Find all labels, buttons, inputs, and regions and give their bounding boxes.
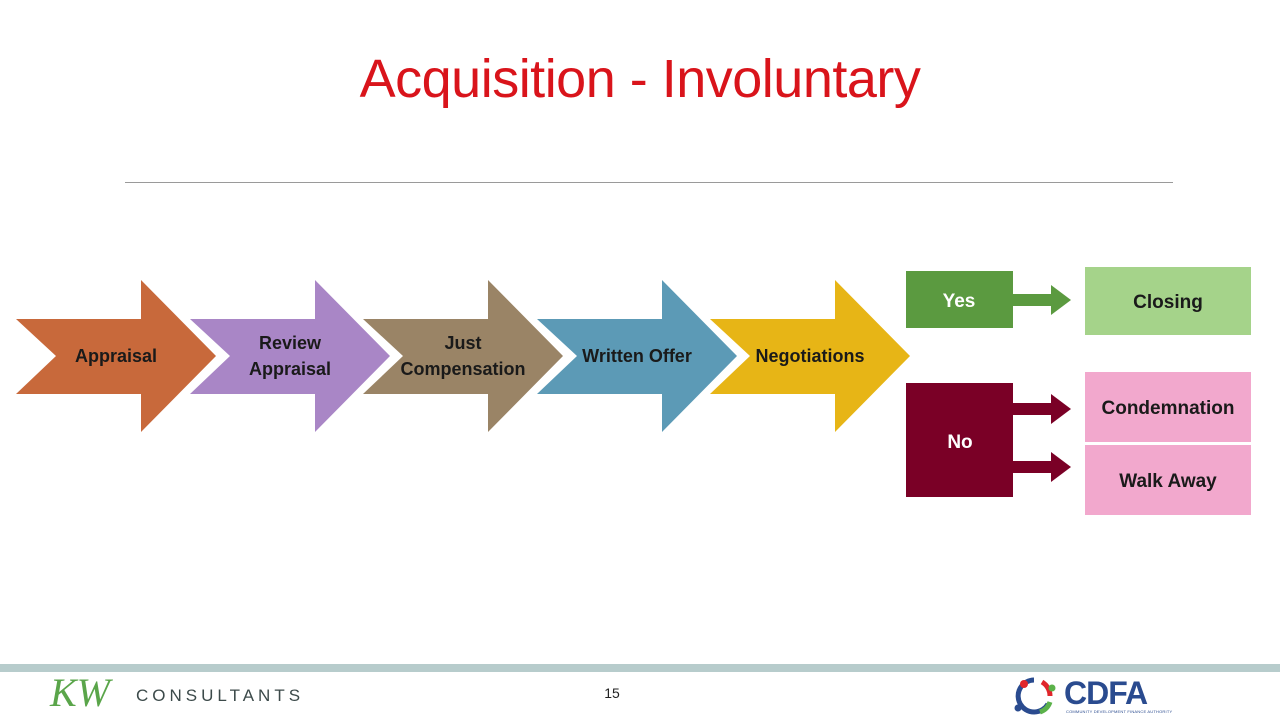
step-label-5: Negotiations <box>755 346 864 366</box>
footer <box>0 672 1280 720</box>
step-label-2: Appraisal <box>249 359 331 379</box>
title-divider <box>125 182 1173 183</box>
no-label: No <box>947 432 972 453</box>
step-arrow-2 <box>190 280 390 432</box>
no-box <box>906 383 1013 497</box>
condemnation-box <box>1085 372 1251 442</box>
step-label-3: Compensation <box>400 359 525 379</box>
condemnation-label: Condemnation <box>1102 398 1235 419</box>
yes-box <box>906 271 1013 328</box>
closing-label: Closing <box>1133 292 1203 313</box>
walk-away-label: Walk Away <box>1119 471 1217 492</box>
cdfa-logo-icon <box>1014 677 1056 715</box>
footer-divider <box>0 664 1280 672</box>
step-arrow-1 <box>16 280 216 432</box>
step-label-3: Just <box>444 333 481 353</box>
page-number: 15 <box>604 685 620 701</box>
yes-label: Yes <box>943 291 976 312</box>
closing-box <box>1085 267 1251 335</box>
step-arrow-4 <box>537 280 737 432</box>
kw-logo: KW <box>50 670 110 715</box>
cdfa-subtitle: COMMUNITY DEVELOPMENT FINANCE AUTHORITY <box>1066 709 1173 714</box>
step-arrow-5 <box>710 280 910 432</box>
consultants-wordmark: CONSULTANTS <box>136 686 305 705</box>
walk-away-box <box>1085 445 1251 515</box>
step-label-1: Appraisal <box>75 346 157 366</box>
step-label-4: Written Offer <box>582 346 692 366</box>
step-arrow-3 <box>363 280 563 432</box>
slide-title: Acquisition - Involuntary <box>359 49 921 109</box>
yes-arrow <box>1013 285 1071 315</box>
no-arrow-walk-away <box>1013 452 1071 482</box>
step-label-2: Review <box>259 333 322 353</box>
cdfa-wordmark: CDFA <box>1064 675 1148 711</box>
no-arrow-condemnation <box>1013 394 1071 424</box>
